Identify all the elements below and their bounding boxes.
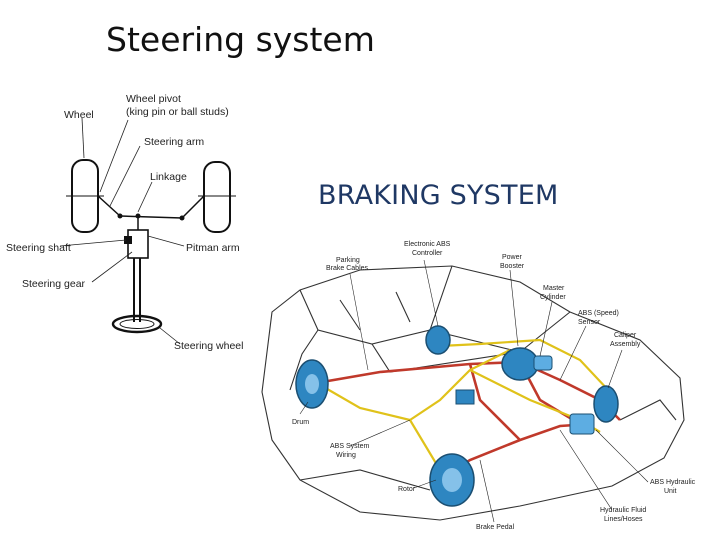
steering-linkage [97,195,205,221]
label-wheel-pivot: Wheel pivot [126,93,181,105]
label-linkage: Linkage [150,171,187,183]
label-steering-shaft: Steering shaft [6,242,71,254]
label-pitman-arm: Pitman arm [186,242,240,254]
label-steering-arm: Steering arm [144,136,204,148]
label-wheel-pivot-detail: (king pin or ball studs) [126,106,229,118]
slide-title: Steering system [106,20,375,59]
label-steering-wheel: Steering wheel [174,340,243,352]
steering-leader-lines [59,117,185,345]
steering-wheel-shape [111,314,163,334]
steering-gear-assembly [124,216,149,259]
label-wheel: Wheel [64,109,94,121]
steering-column [133,258,141,322]
braking-title: BRAKING SYSTEM [318,180,559,211]
label-steering-gear: Steering gear [22,278,86,290]
